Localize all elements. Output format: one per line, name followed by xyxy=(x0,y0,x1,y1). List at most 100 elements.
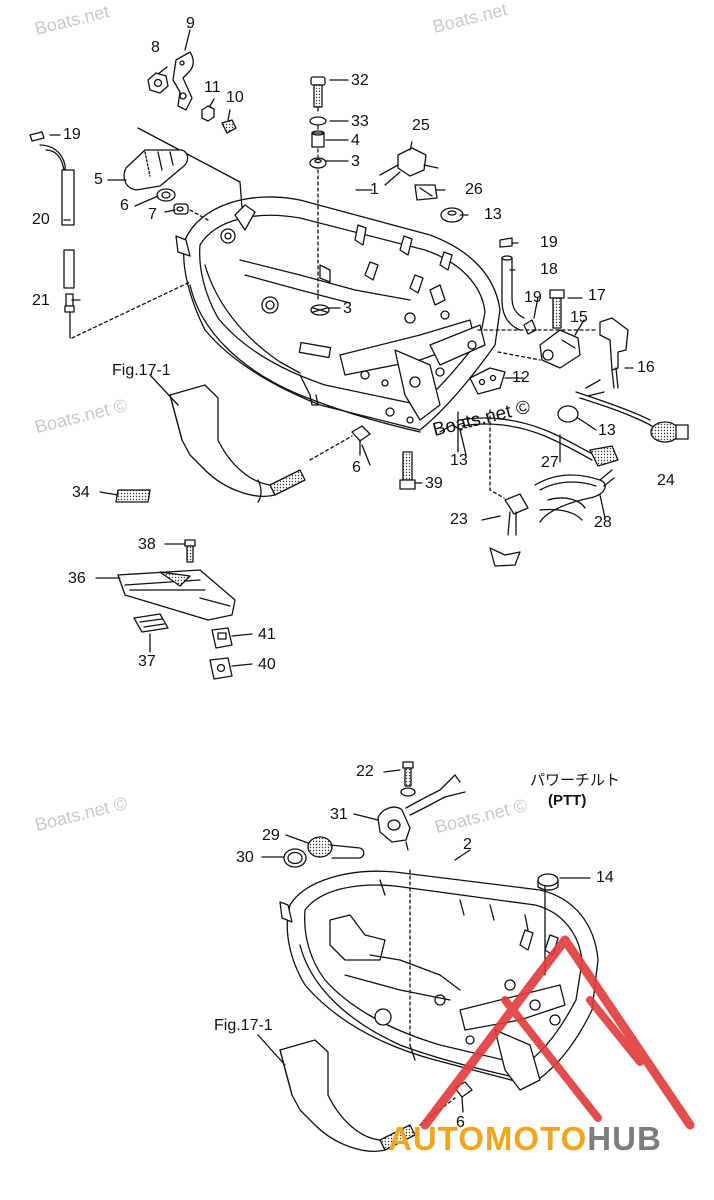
callout-18: 18 xyxy=(540,261,558,278)
cap-40 xyxy=(209,657,233,680)
clamp-26 xyxy=(414,184,438,201)
callout-30: 30 xyxy=(236,849,254,866)
automotohub-triangle xyxy=(420,935,695,1130)
callout-28: 28 xyxy=(594,514,612,531)
callout-6-bottom: 6 xyxy=(456,1114,465,1131)
callout-17: 17 xyxy=(588,287,606,304)
callout-32: 32 xyxy=(351,72,369,89)
bolt-17 xyxy=(549,289,565,329)
callout-13-right: 13 xyxy=(598,422,616,439)
cable-24 xyxy=(575,379,689,443)
bracket-36 xyxy=(117,569,236,621)
bottom-cowling-top xyxy=(175,196,501,433)
leader-21 xyxy=(71,281,191,339)
bolt-22 xyxy=(400,761,416,797)
hose-18 xyxy=(501,255,525,331)
bolt-39 xyxy=(399,451,416,490)
washer-33 xyxy=(309,116,327,126)
callout-41: 41 xyxy=(258,626,276,643)
callout-24: 24 xyxy=(657,472,675,489)
callout-11: 11 xyxy=(204,79,221,96)
brand-auto: AUTO xyxy=(388,1120,485,1157)
hose-20 xyxy=(39,144,75,289)
screw-38 xyxy=(184,539,196,563)
leader-fig-top xyxy=(309,435,353,461)
callout-9: 9 xyxy=(186,15,195,32)
callout-40: 40 xyxy=(258,656,276,673)
collar-4 xyxy=(311,130,325,148)
callout-29: 29 xyxy=(262,827,280,844)
brand-moto: MOTO xyxy=(484,1120,588,1157)
lever-5 xyxy=(123,149,189,191)
connector-23 xyxy=(489,493,529,567)
leader-7 xyxy=(189,209,209,221)
clip-19-left xyxy=(29,131,45,142)
clip-19-upper xyxy=(499,237,513,248)
callout-31: 31 xyxy=(330,806,348,823)
leader-15 xyxy=(497,351,541,361)
automotohub-logo: AUTOMOTOHUB xyxy=(388,1120,662,1158)
callout-19-left: 19 xyxy=(63,126,81,143)
tiller-arm-bottom xyxy=(279,1039,416,1152)
callout-15: 15 xyxy=(570,309,588,326)
callout-6-top: 6 xyxy=(352,459,361,476)
callout-2: 2 xyxy=(463,836,472,853)
callout-21: 21 xyxy=(32,292,50,309)
bushing-7 xyxy=(173,203,189,215)
bracket-16 xyxy=(599,317,629,389)
callout-34: 34 xyxy=(72,484,90,501)
callout-13-mid: 13 xyxy=(450,452,468,469)
grommet-13-upper xyxy=(440,207,464,223)
leader-8-to-cowling xyxy=(137,127,241,183)
callout-5: 5 xyxy=(94,171,103,188)
label-34 xyxy=(115,489,151,503)
ptt-english-label: (PTT) xyxy=(548,792,587,809)
callout-37: 37 xyxy=(138,653,156,670)
callout-27: 27 xyxy=(541,454,559,471)
nut-11 xyxy=(201,105,215,122)
brand-hub: HUB xyxy=(587,1120,662,1157)
figure-ref-top: Fig.17-1 xyxy=(112,362,171,379)
plate-37 xyxy=(133,613,169,633)
grommet-3b xyxy=(310,304,330,316)
callout-19-mid: 19 xyxy=(540,234,558,251)
leader-fig-top-label xyxy=(149,374,179,406)
switch-25 xyxy=(379,147,439,186)
clip-19-right xyxy=(523,319,537,335)
nipple-21 xyxy=(64,293,75,313)
callout-3-mid: 3 xyxy=(343,300,352,317)
tiller-arm-top xyxy=(169,384,306,503)
grommet-29 xyxy=(307,836,365,859)
screw-10 xyxy=(221,119,237,134)
plate-12 xyxy=(469,367,506,395)
cap-41 xyxy=(211,627,233,649)
callout-23: 23 xyxy=(450,511,468,528)
callout-19-right: 19 xyxy=(524,289,542,306)
callout-38: 38 xyxy=(138,536,156,553)
grommet-3 xyxy=(309,157,327,169)
grommet-14 xyxy=(537,873,559,891)
callout-7: 7 xyxy=(148,206,157,223)
callout-4: 4 xyxy=(351,132,360,149)
callout-1: 1 xyxy=(370,181,379,198)
callout-13-upper: 13 xyxy=(484,206,502,223)
holder-31 xyxy=(377,774,466,851)
bushing-6 xyxy=(156,188,176,202)
harness-27 xyxy=(439,417,619,467)
ptt-japanese-label: パワーチルト xyxy=(530,771,621,789)
callout-26: 26 xyxy=(465,181,483,198)
callout-36: 36 xyxy=(68,570,86,587)
ring-30 xyxy=(283,848,307,868)
leader-23 xyxy=(489,409,505,499)
grommet-13-mid xyxy=(557,405,579,423)
callout-10: 10 xyxy=(226,89,244,106)
callout-14: 14 xyxy=(596,869,614,886)
callout-12: 12 xyxy=(512,369,530,386)
harness-28 xyxy=(534,469,615,523)
callout-33: 33 xyxy=(351,113,369,130)
bolt-32 xyxy=(310,76,326,108)
leader-fig-bottom xyxy=(257,1034,286,1066)
bracket-9 xyxy=(172,51,194,111)
